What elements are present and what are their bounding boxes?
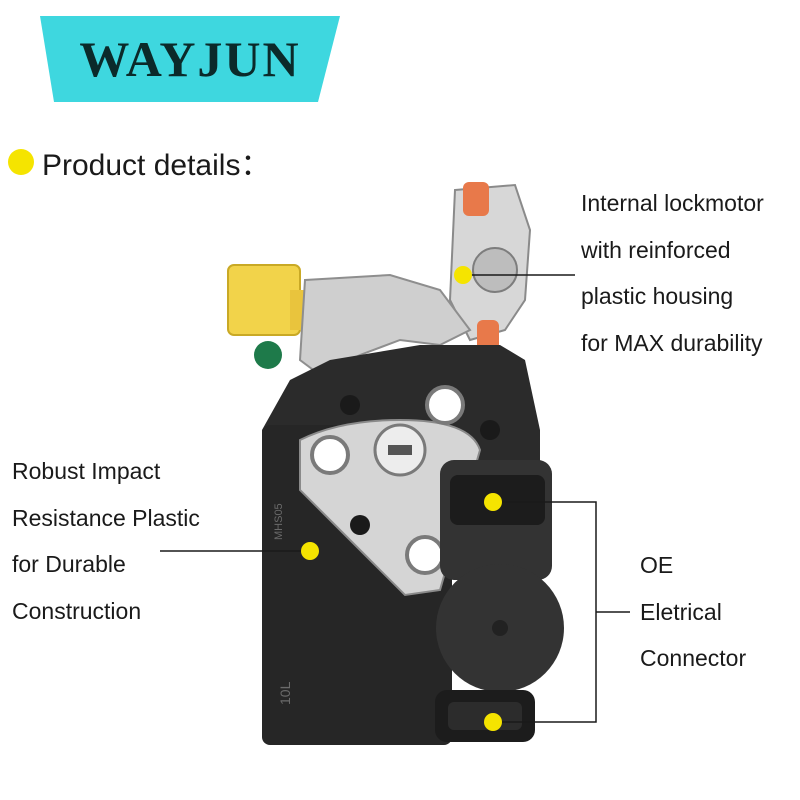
marker-dot-icon — [454, 266, 472, 284]
marker-dot-icon — [301, 542, 319, 560]
marker-dot-icon — [484, 493, 502, 511]
lower-connector — [435, 690, 535, 742]
callout-line: Resistance Plastic — [12, 504, 200, 531]
callout-internal-lockmotor: Internal lockmotor with reinforced plast… — [581, 180, 764, 366]
callout-line: Construction — [12, 597, 142, 624]
callout-line: with reinforced — [581, 236, 731, 263]
callout-line: Connector — [640, 645, 747, 671]
callout-line: plastic housing — [581, 283, 734, 309]
callout-line: Internal lockmotor — [581, 190, 764, 216]
stamp-mhs05: MHS05 — [273, 503, 285, 540]
callout-oe-connector: OE Eletrical Connector — [640, 542, 746, 682]
metal-upper-plate — [298, 273, 472, 377]
stamp-10l: 10L — [277, 681, 293, 705]
callout-line: for MAX durability — [581, 329, 763, 356]
bullet-dot-icon — [8, 149, 34, 175]
metal-mounting-plate — [299, 385, 500, 597]
callout-line: Eletrical — [640, 598, 722, 625]
callout-robust-plastic: Robust Impact Resistance Plastic for Dur… — [12, 448, 200, 634]
product-details-heading: Product details： — [8, 140, 270, 184]
brand-banner — [40, 16, 340, 102]
yellow-connector — [227, 264, 310, 369]
brand-name: WAYJUN — [79, 31, 301, 87]
callout-line: OE — [640, 552, 674, 578]
marker-dot-icon — [484, 713, 502, 731]
callout-line: for Durable — [12, 551, 126, 577]
motor-housing — [436, 460, 564, 692]
heading-text: Product details： — [42, 149, 271, 182]
callout-line: Robust Impact — [12, 458, 161, 484]
latch-mechanism — [448, 182, 532, 356]
